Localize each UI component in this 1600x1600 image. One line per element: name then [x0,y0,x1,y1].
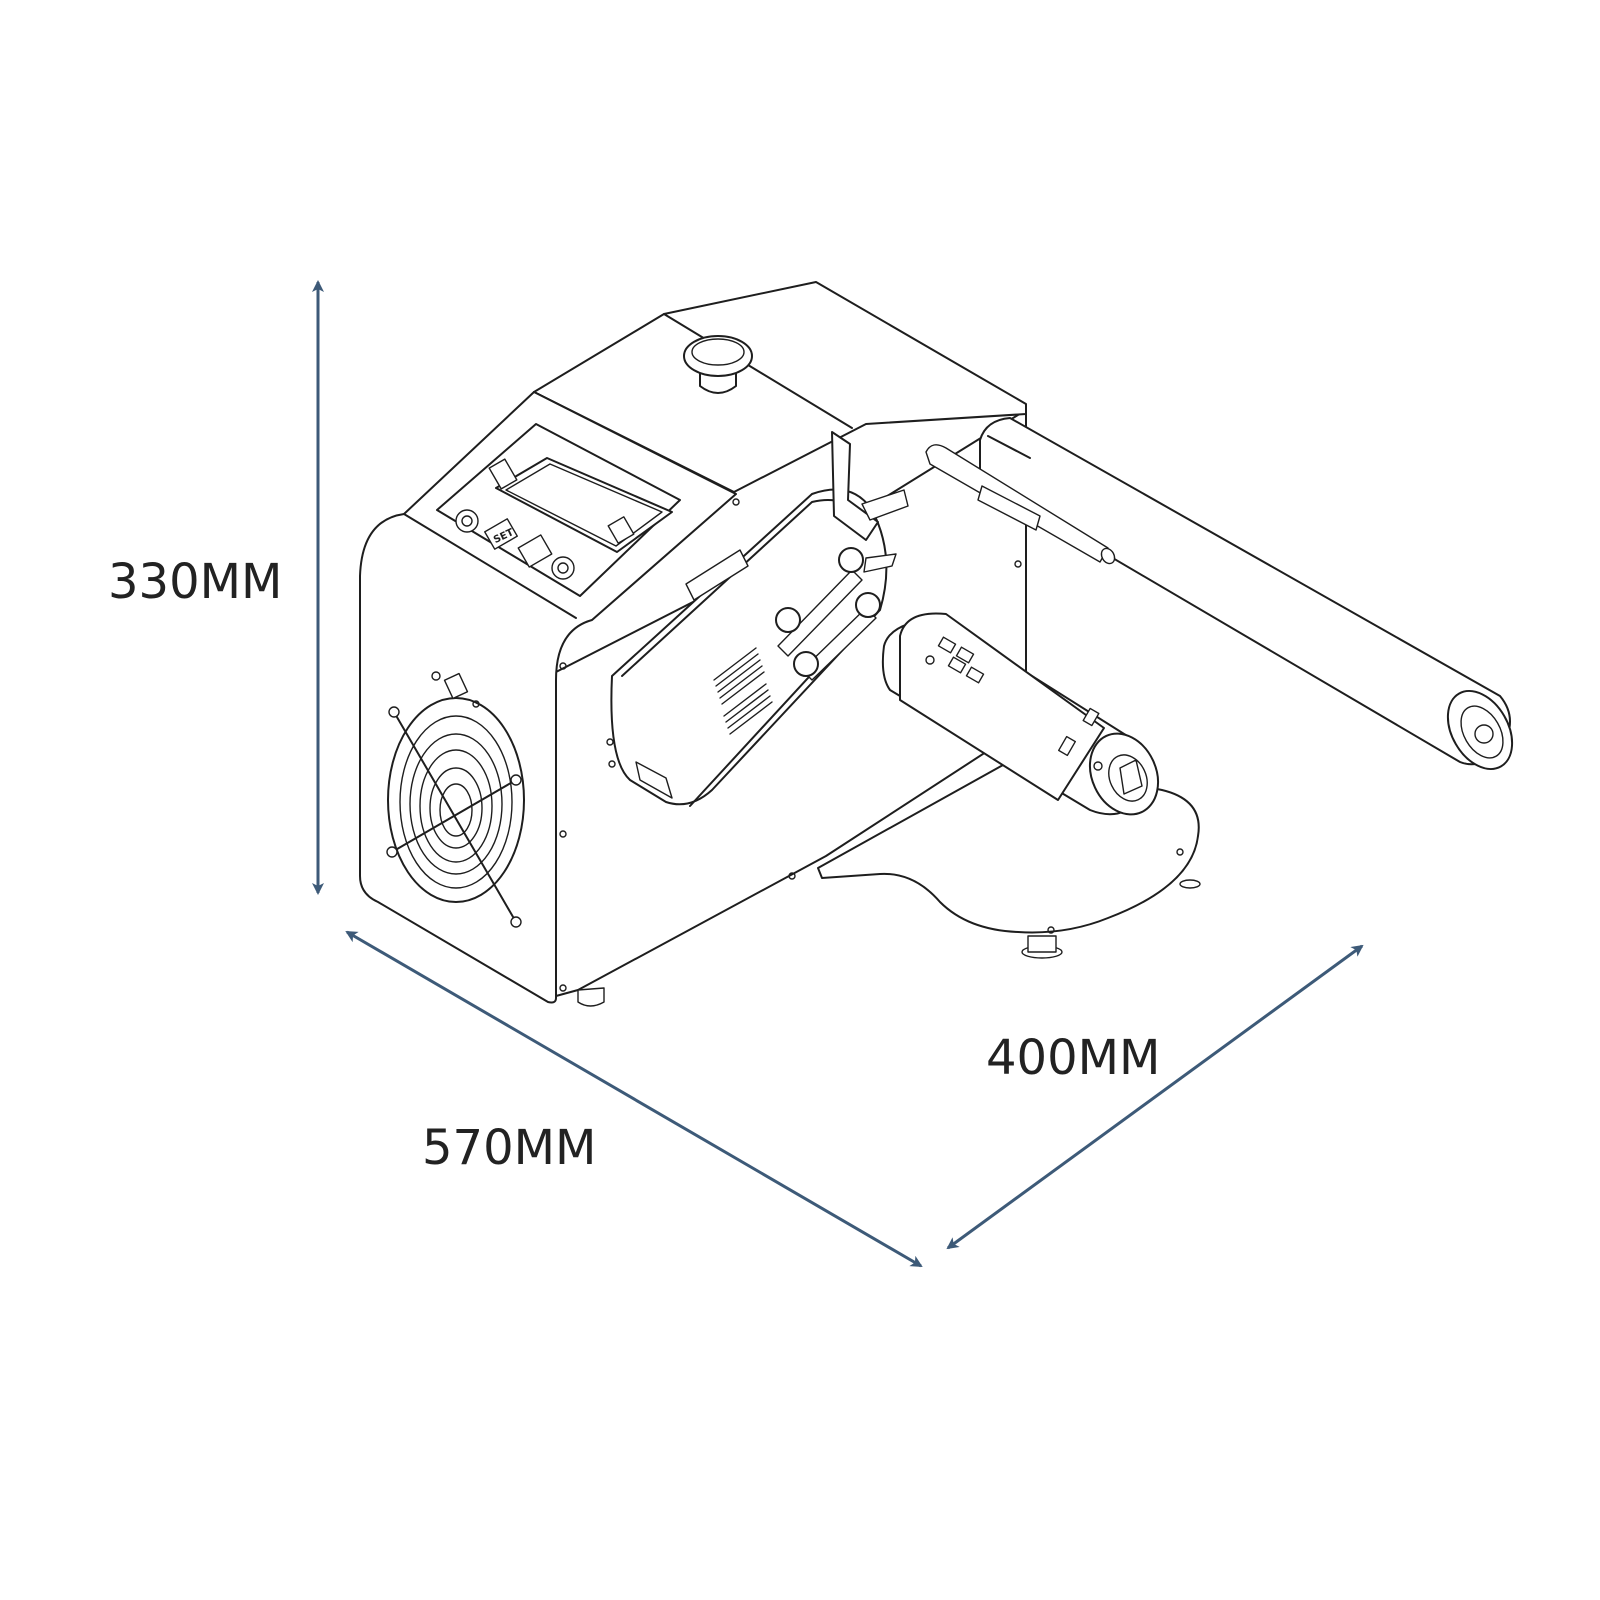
roller-knob[interactable] [838,547,864,573]
arrow-keypad[interactable] [517,534,553,568]
top-seam [663,313,853,429]
depth-dimension-label: 400MM [986,1030,1160,1086]
front-top-edge [403,513,577,619]
screw-icon [559,984,567,992]
roller-knob[interactable] [793,651,819,677]
height-dimension-label: 330MM [108,554,282,610]
plate-screw [1176,848,1184,856]
dimension-lines [312,280,1364,1268]
start-icon [557,562,569,574]
roller-knob[interactable] [855,592,881,618]
top-knob[interactable] [683,335,753,394]
plate-screw [1047,926,1055,934]
vent-slots-icon [713,647,773,735]
right-button[interactable] [607,516,635,544]
set-button[interactable] [484,518,518,550]
power-switch[interactable] [443,672,469,700]
plate-foot-post [1027,935,1057,953]
plate-foot-right [1179,879,1201,889]
up-button[interactable] [488,458,518,490]
sealing-head [610,431,909,807]
depth-dimension-line [946,944,1364,1250]
machine-foot [577,987,605,1007]
start-button[interactable] [551,556,575,580]
length-dimension-line [345,930,923,1268]
screw-icon [1014,560,1022,568]
screw-icon [559,830,567,838]
film-roll-shaft [925,417,1514,770]
screw-icon [608,760,616,768]
film-holder-spindle [881,612,1160,816]
length-dimension-label: 570MM [422,1120,596,1176]
screw-icon [472,700,480,708]
power-button[interactable] [455,509,479,533]
screw-icon [788,872,796,880]
screw-icon [606,738,614,746]
fan-grille [386,697,525,928]
power-icon [461,515,473,527]
screw-icon [732,498,740,506]
top-housing [533,281,1027,493]
indicator-light-icon [431,671,441,681]
screw-icon [559,662,567,670]
machine-illustration: SET [359,281,1514,1007]
roller-knob[interactable] [775,607,801,633]
